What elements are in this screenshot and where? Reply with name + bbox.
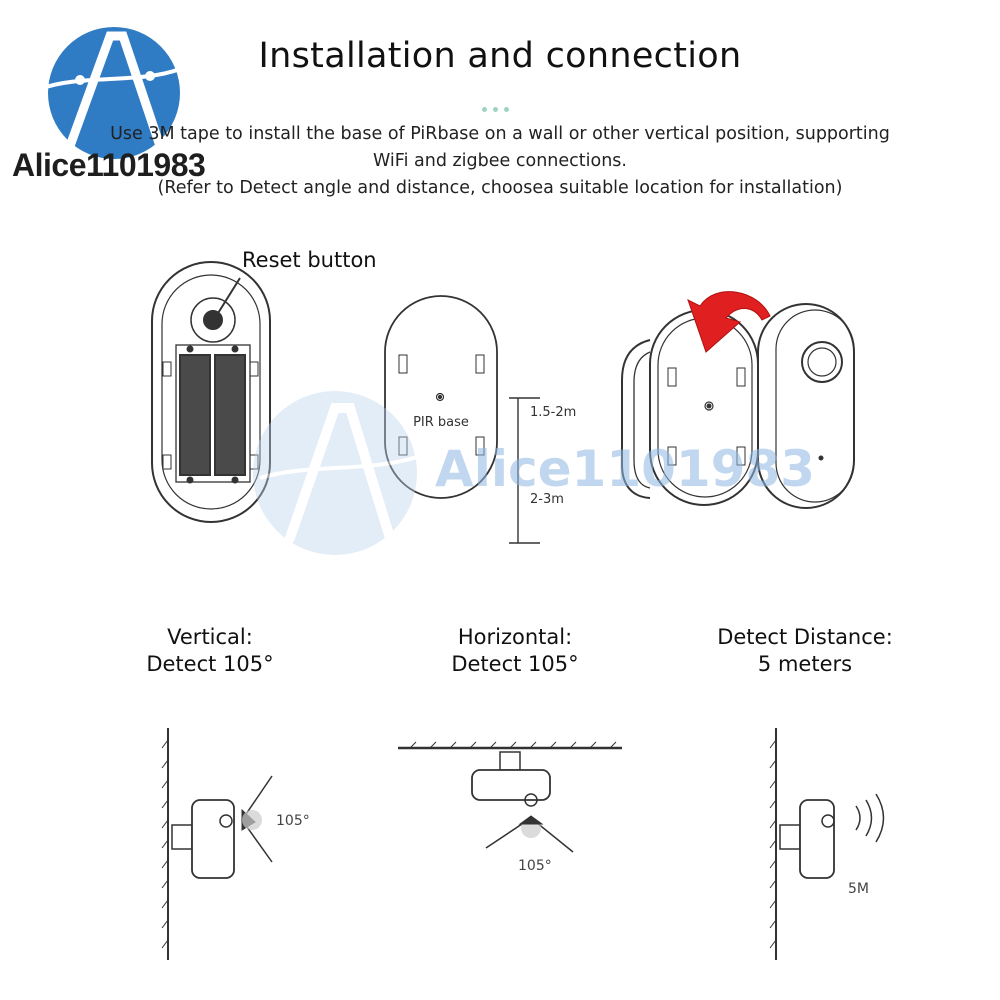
page-title: Installation and connection [258,36,742,76]
device-back-view [151,261,271,523]
rotate-arrow-icon [687,291,771,353]
vertical-detect-figure [161,728,273,960]
height-upper-label: 1.5-2m [530,405,576,420]
feature-vertical: Vertical: Detect 105° [110,624,310,678]
description-line-1: Use 3M tape to install the base of PiRba… [110,124,890,144]
device-mount-view [621,303,855,509]
description-line-3: (Refer to Detect angle and distance, cho… [157,178,843,198]
title-divider-dots [482,97,522,112]
feature-horizontal-value: Detect 105° [451,652,579,676]
feature-vertical-value: Detect 105° [146,652,274,676]
feature-horizontal-title: Horizontal: [457,625,573,649]
distance-detect-figure [769,728,885,960]
feature-horizontal: Horizontal: Detect 105° [405,624,625,678]
feature-distance-title: Detect Distance: [717,625,893,649]
feature-distance: Detect Distance: 5 meters [690,624,920,678]
reset-button-label: Reset button [242,248,377,272]
distance-label: 5M [848,881,869,897]
installation-diagram: PIR base 1.5-2m 2-3m [0,240,1000,570]
height-lower-label: 2-3m [530,492,564,507]
vertical-angle-label: 105° [276,813,310,829]
signal-waves-icon [855,793,885,843]
detection-figures: 105° 105° [0,720,1000,970]
description-line-2: WiFi and zigbee connections. [373,151,627,171]
height-scale [509,397,540,544]
pir-base-label: PIR base [413,415,469,430]
logo-text: Alice1101983 [12,147,206,183]
feature-vertical-title: Vertical: [167,625,253,649]
pir-base-view [384,295,498,499]
reset-button-icon [203,310,223,330]
feature-distance-value: 5 meters [757,652,853,676]
horizontal-angle-label: 105° [518,858,552,874]
brand-logo [10,14,210,189]
horizontal-detect-figure [398,741,622,853]
